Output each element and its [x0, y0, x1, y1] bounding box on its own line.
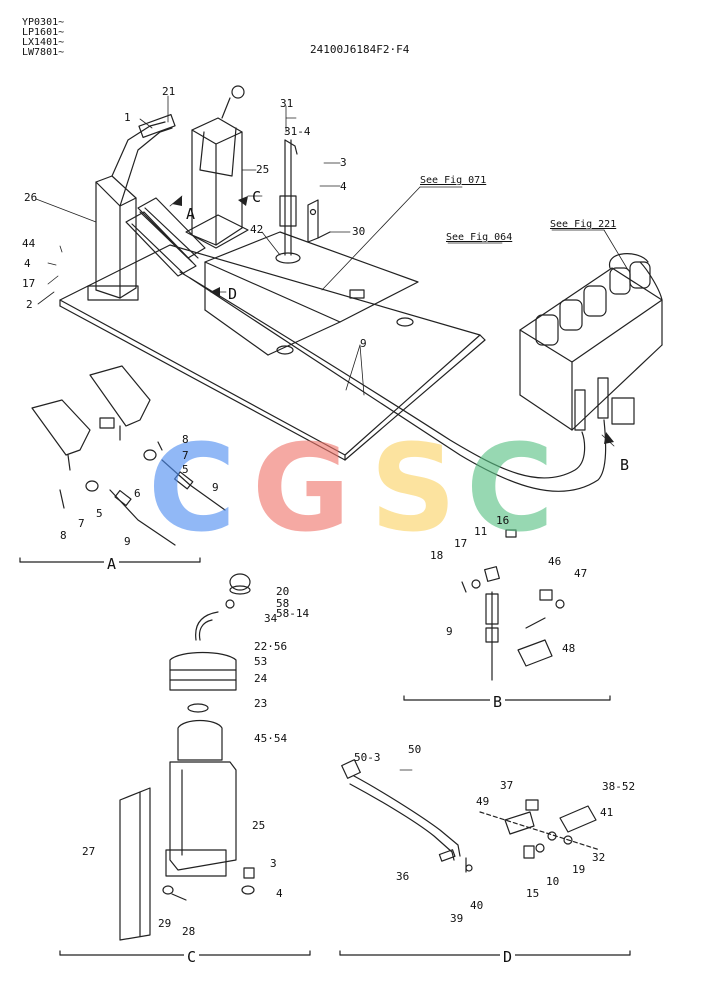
- callout-17: 17: [22, 277, 36, 290]
- callout-C-27: 27: [82, 845, 96, 858]
- callout-B-47: 47: [574, 567, 588, 580]
- control-valve: [519, 253, 663, 431]
- callout-4-rod: 4: [340, 180, 347, 193]
- callout-D-19: 19: [572, 863, 586, 876]
- watermark-letter-2: G: [252, 420, 351, 559]
- callout-A-7-top: 7: [182, 449, 189, 462]
- see-fig-071-note: See Fig 071: [420, 175, 487, 186]
- detail-A-title: A: [104, 556, 120, 572]
- detail-D-drawing: [341, 759, 601, 873]
- callout-B-16: 16: [496, 514, 510, 527]
- callout-31: 31: [280, 97, 294, 110]
- callout-D-39: 39: [450, 912, 464, 925]
- detail-C-drawing: [119, 573, 255, 941]
- serial-range-list: YP0301~ LP1601~ LX1401~ LW7801~: [22, 18, 64, 58]
- see-fig-221-note: See Fig 221: [550, 219, 617, 230]
- callout-C-4: 4: [276, 887, 283, 900]
- floor-cover-plate: [204, 231, 419, 356]
- callout-A-7-left: 7: [78, 517, 85, 530]
- view-arrows: [172, 196, 614, 444]
- callout-A-8-top: 8: [182, 433, 189, 446]
- watermark-letter-4: C: [466, 420, 555, 559]
- callout-3: 3: [340, 156, 347, 169]
- callout-D-38-52: 38-52: [602, 780, 636, 793]
- callout-D-50: 50: [408, 743, 422, 756]
- callout-B-46: 46: [548, 555, 562, 568]
- rod-31: [275, 139, 301, 264]
- callout-B-48: 48: [562, 642, 576, 655]
- callout-C-45-54: 45·54: [254, 732, 288, 745]
- callout-A-9-left: 9: [124, 535, 131, 548]
- callout-1: 1: [124, 111, 131, 124]
- callout-D-32: 32: [592, 851, 606, 864]
- callout-A-5-left: 5: [96, 507, 103, 520]
- watermark-letter-1: C: [148, 420, 237, 559]
- callout-C-34: 34: [264, 612, 278, 625]
- callout-44: 44: [22, 237, 36, 250]
- drawing-number: 24100J6184F2·F4: [310, 43, 410, 56]
- watermark-letter-3: S: [370, 420, 457, 559]
- callout-B-17: 17: [454, 537, 468, 550]
- callout-26: 26: [24, 191, 38, 204]
- callout-A-6: 6: [134, 487, 141, 500]
- callout-31-4: 31-4: [284, 125, 311, 138]
- callout-42: 42: [250, 223, 264, 236]
- serial-range: LW7801~: [22, 47, 65, 58]
- callout-A-8-left: 8: [60, 529, 67, 542]
- callout-C-24: 24: [254, 672, 268, 685]
- callout-D-49: 49: [476, 795, 490, 808]
- view-arrow-label-C: C: [252, 188, 262, 206]
- callout-D-36: 36: [396, 870, 410, 883]
- callout-C-28: 28: [182, 925, 196, 938]
- serial-range: YP0301~: [22, 17, 65, 28]
- detail-B-drawing: [461, 529, 565, 681]
- detail-D-title: D: [500, 949, 516, 965]
- callout-B-11: 11: [474, 525, 488, 538]
- callout-2: 2: [26, 298, 33, 311]
- detail-A-drawing: [31, 365, 226, 546]
- callout-C-58: 58: [276, 597, 290, 610]
- callout-C-23: 23: [254, 697, 268, 710]
- callout-D-41: 41: [600, 806, 614, 819]
- callout-B-18: 18: [430, 549, 444, 562]
- callout-D-50-3: 50-3: [354, 751, 381, 764]
- callout-C-22-56: 22·56: [254, 640, 288, 653]
- view-arrow-label-A: A: [186, 205, 196, 223]
- serial-range: LX1401~: [22, 37, 65, 48]
- callout-30: 30: [352, 225, 366, 238]
- floor-plate-main: [59, 244, 486, 461]
- see-fig-064-note: See Fig 064: [446, 232, 513, 243]
- callout-C-29: 29: [158, 917, 172, 930]
- callout-C-53: 53: [254, 655, 268, 668]
- pedals-main: [125, 197, 206, 277]
- callout-D-15: 15: [526, 887, 540, 900]
- pedal-bracket-26: [87, 113, 176, 301]
- callout-C-20: 20: [276, 585, 290, 598]
- leader-lines: [35, 95, 629, 771]
- callout-25: 25: [256, 163, 270, 176]
- cables-9-main: [179, 271, 607, 492]
- callout-A-5-top: 5: [182, 463, 189, 476]
- callout-C-3: 3: [270, 857, 277, 870]
- callout-D-40: 40: [470, 899, 484, 912]
- callout-21: 21: [162, 85, 176, 98]
- lever-box-25-main: [185, 85, 249, 249]
- callout-C-58-14: 58-14: [276, 607, 310, 620]
- callout-B-9: 9: [446, 625, 453, 638]
- bracket-30: [307, 199, 331, 243]
- callout-C-25: 25: [252, 819, 266, 832]
- view-arrow-label-D: D: [228, 285, 238, 303]
- callout-4: 4: [24, 257, 31, 270]
- callout-D-37: 37: [500, 779, 514, 792]
- detail-B-title: B: [490, 694, 506, 710]
- callout-A-9-right: 9: [212, 481, 219, 494]
- callout-D-10: 10: [546, 875, 560, 888]
- callout-9: 9: [360, 337, 367, 350]
- view-arrow-label-B: B: [620, 456, 630, 474]
- detail-C-title: C: [184, 949, 200, 965]
- serial-range: LP1601~: [22, 27, 65, 38]
